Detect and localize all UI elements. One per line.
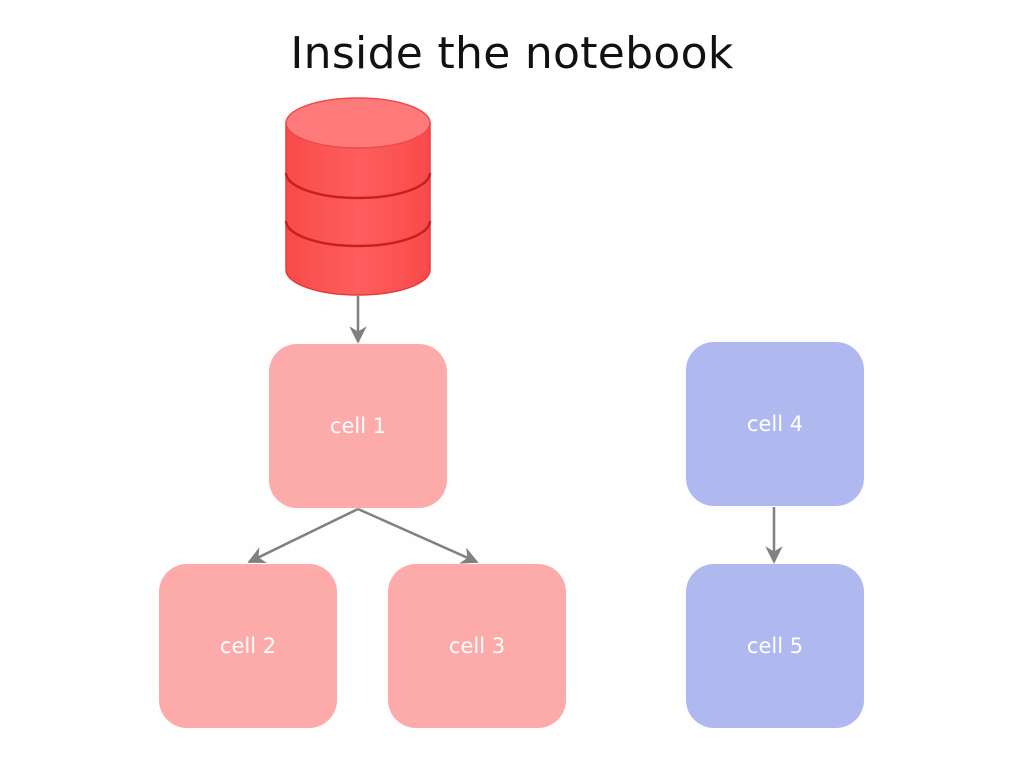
cell-5-label: cell 5 [746, 634, 804, 658]
cell-2-node: cell 2 [159, 564, 337, 728]
diagram-title: Inside the notebook [290, 28, 734, 79]
cell-4-node: cell 4 [686, 342, 864, 506]
database-icon [284, 97, 432, 296]
cell-5-node: cell 5 [686, 564, 864, 728]
cell-3-node: cell 3 [388, 564, 566, 728]
cell-1-label: cell 1 [329, 414, 387, 438]
cell-3-label: cell 3 [448, 634, 506, 658]
cell-1-node: cell 1 [269, 344, 447, 508]
arrow-cell1-to-cell2 [247, 507, 359, 564]
cell-4-label: cell 4 [746, 412, 804, 436]
cell-2-label: cell 2 [219, 634, 277, 658]
arrow-cell1-to-cell3 [357, 507, 479, 564]
